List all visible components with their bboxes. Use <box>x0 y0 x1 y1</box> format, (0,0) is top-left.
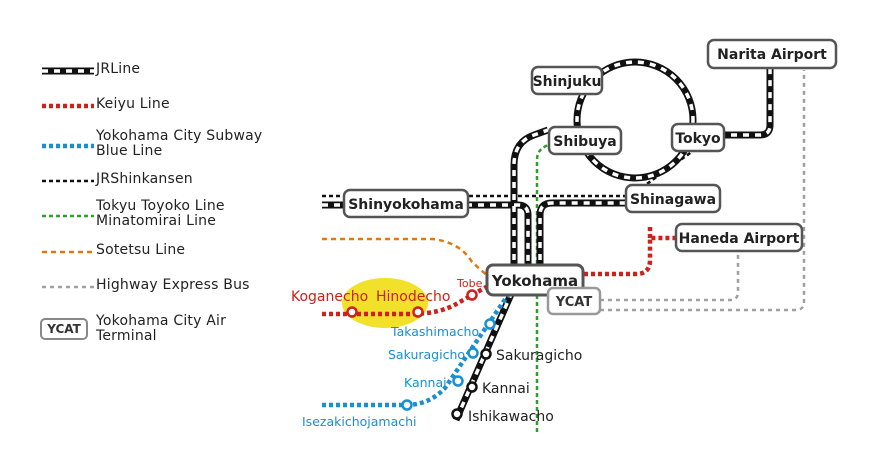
marker-hinodecho[interactable] <box>412 306 424 318</box>
label-kannai-blue: Kannai <box>404 375 447 390</box>
label-shinagawa: Shinagawa <box>630 192 716 208</box>
station-tokyo[interactable]: Tokyo <box>670 122 726 153</box>
sotetsu-line <box>322 237 491 279</box>
label-narita-airport: Narita Airport <box>717 47 827 63</box>
legend-swatch-tokyu <box>36 199 96 219</box>
legend-label-subway-blue: Yokohama City Subway Blue Line <box>96 128 263 159</box>
tokyu-line <box>535 140 554 432</box>
legend-label-ycat: Yokohama City Air Terminal <box>96 313 227 344</box>
label-shinjuku: Shinjuku <box>533 74 602 90</box>
marker-ishikawacho[interactable] <box>451 408 463 420</box>
station-shinjuku[interactable]: Shinjuku <box>530 65 604 96</box>
legend-swatch-keiyu <box>36 97 96 117</box>
label-isezakichojamachi: Isezakichojamachi <box>302 414 417 429</box>
marker-takashimacho[interactable] <box>484 318 496 330</box>
label-ishikawacho: Ishikawacho <box>468 409 554 425</box>
station-shinyokohama[interactable]: Shinyokohama <box>342 188 470 219</box>
marker-koganecho[interactable] <box>346 306 358 318</box>
legend-swatch-bus <box>36 278 96 298</box>
legend-subway-blue-line: Yokohama City Subway Blue Line <box>36 129 262 159</box>
legend-swatch-jr <box>36 62 96 82</box>
marker-isezakichojamachi[interactable] <box>401 399 413 411</box>
legend-jr-line: JRLine <box>36 62 140 82</box>
marker-kannai-jr[interactable] <box>466 381 478 393</box>
legend-label-shinkansen: JRShinkansen <box>96 171 193 187</box>
label-koganecho: Koganecho <box>291 289 368 305</box>
legend-swatch-ycat: YCAT <box>36 314 96 344</box>
legend-label-bus: Highway Express Bus <box>96 277 250 293</box>
legend-tokyu-line: Tokyu Toyoko Line Minatomirai Line <box>36 199 225 229</box>
label-haneda-airport: Haneda Airport <box>679 231 800 247</box>
label-tokyo: Tokyo <box>675 131 721 147</box>
legend-label-tokyu: Tokyu Toyoko Line Minatomirai Line <box>96 198 225 229</box>
highway-bus-routes <box>600 70 806 312</box>
label-shibuya: Shibuya <box>553 134 616 150</box>
label-takashimacho: Takashimacho <box>390 324 479 339</box>
legend-swatch-sotetsu <box>36 243 96 263</box>
legend-highway-bus: Highway Express Bus <box>36 278 250 298</box>
station-markers <box>346 289 496 420</box>
marker-sakuragicho-blue[interactable] <box>467 347 479 359</box>
station-ycat[interactable]: YCAT <box>546 286 602 316</box>
legend-jr-shinkansen: JRShinkansen <box>36 172 193 192</box>
station-haneda-airport[interactable]: Haneda Airport <box>674 222 804 253</box>
label-shinyokohama: Shinyokohama <box>348 197 464 213</box>
station-labels: Tobe Koganecho Hinodecho Takashimacho Sa… <box>291 277 582 429</box>
legend-sotetsu-line: Sotetsu Line <box>36 243 185 263</box>
label-sakuragicho-blue: Sakuragicho <box>388 347 465 362</box>
legend-swatch-subway-blue <box>36 129 96 149</box>
label-tobe: Tobe <box>456 277 483 290</box>
station-shinagawa[interactable]: Shinagawa <box>624 183 722 214</box>
legend-label-sotetsu: Sotetsu Line <box>96 242 186 258</box>
legend-keiyu-line: Keiyu Line <box>36 97 170 117</box>
label-ycat: YCAT <box>555 295 593 310</box>
legend-ycat-badge: YCAT <box>40 318 88 340</box>
marker-kannai-blue[interactable] <box>452 375 464 387</box>
marker-tobe[interactable] <box>466 289 478 301</box>
label-yokohama: Yokohama <box>491 272 578 290</box>
legend-swatch-shinkansen <box>36 172 96 192</box>
station-shibuya[interactable]: Shibuya <box>547 125 623 156</box>
legend-ycat: YCAT Yokohama City Air Terminal <box>36 314 226 344</box>
station-boxes: Narita Airport Shinjuku Shibuya Tokyo Sh… <box>342 38 838 316</box>
legend-label-jr: JRLine <box>96 61 141 77</box>
label-sakuragicho-jr: Sakuragicho <box>496 348 582 364</box>
station-narita-airport[interactable]: Narita Airport <box>706 38 838 70</box>
label-hinodecho: Hinodecho <box>376 289 451 305</box>
marker-sakuragicho-jr[interactable] <box>480 348 492 360</box>
legend-label-keiyu: Keiyu Line <box>96 96 170 112</box>
keiyu-line <box>322 225 676 317</box>
label-kannai-jr: Kannai <box>482 381 530 397</box>
